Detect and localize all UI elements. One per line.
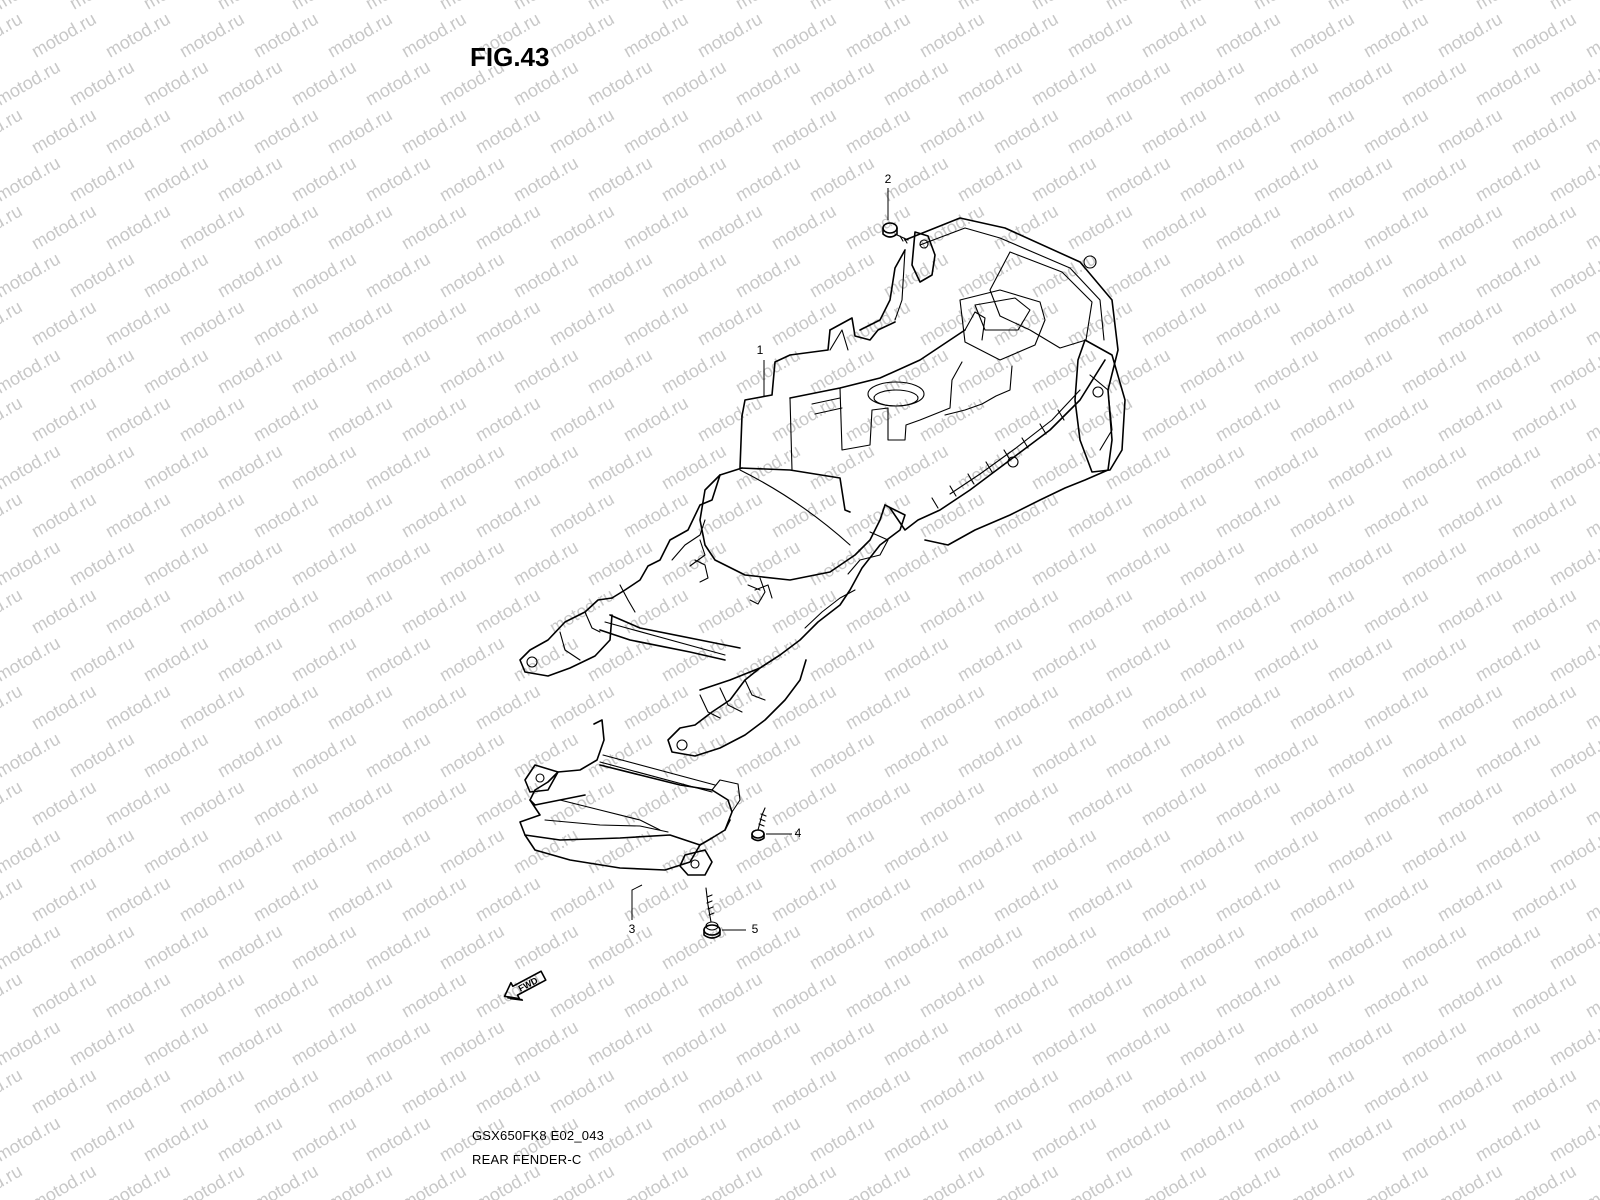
bolt-part-5[interactable]: [703, 887, 721, 939]
callout-2[interactable]: 2: [884, 172, 892, 186]
bolt-part-2[interactable]: [882, 222, 909, 244]
screw-part-4[interactable]: [751, 807, 767, 842]
callout-3[interactable]: 3: [628, 922, 636, 936]
lower-cover-part-3[interactable]: [519, 719, 741, 876]
callout-4[interactable]: 4: [794, 826, 802, 840]
leader-lines: [631, 188, 889, 931]
fwd-arrow-label: FWD: [517, 975, 540, 994]
fwd-direction-arrow: FWD: [503, 970, 547, 1001]
callout-1[interactable]: 1: [756, 343, 764, 357]
model-code-caption: GSX650FK8 E02_043: [472, 1128, 605, 1143]
part-name-caption: REAR FENDER-C: [472, 1152, 582, 1167]
figure-title: FIG.43: [470, 42, 550, 72]
callout-5[interactable]: 5: [751, 922, 759, 936]
rear-fender-part-1[interactable]: [519, 217, 1126, 757]
